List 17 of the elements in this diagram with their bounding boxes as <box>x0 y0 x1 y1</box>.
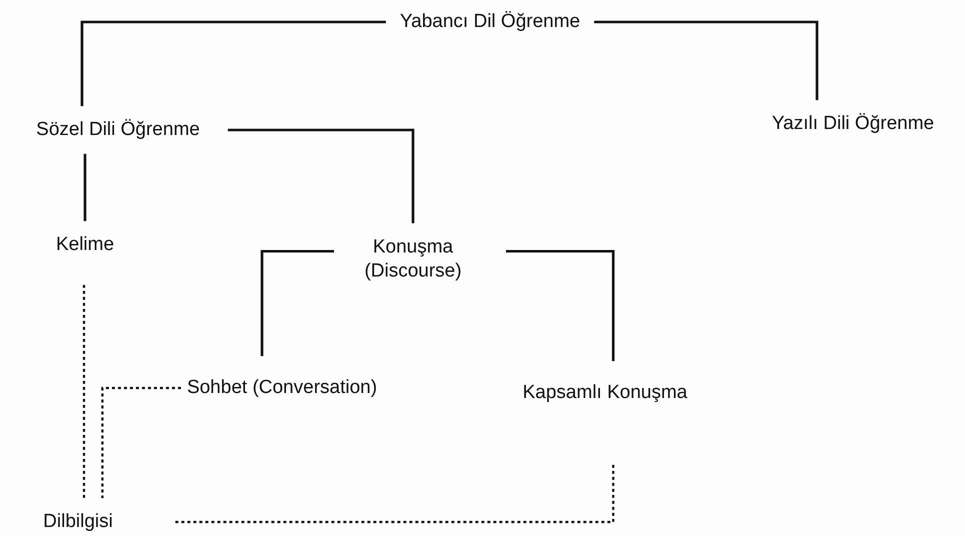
node-label: Kelime <box>56 233 114 257</box>
connector-line <box>260 250 334 356</box>
node-label: Yazılı Dili Öğrenme <box>772 112 934 136</box>
node-label: Konuşma (Discourse) <box>348 235 478 283</box>
node-label: Sohbet (Conversation) <box>186 376 378 400</box>
dotted-connector <box>101 386 181 498</box>
connector-line <box>84 154 86 222</box>
node-label: Yabancı Dil Öğrenme <box>400 10 580 34</box>
connector-line <box>228 128 414 224</box>
connector-line <box>80 20 386 106</box>
connector-line <box>594 20 818 100</box>
dotted-connector <box>172 464 614 524</box>
dotted-connector <box>82 284 86 498</box>
node-label: Kapsamlı Konuşma <box>522 381 688 405</box>
connector-line <box>506 250 615 362</box>
node-label: Sözel Dili Öğrenme <box>36 118 200 142</box>
node-label: Dilbilgisi <box>43 510 113 534</box>
